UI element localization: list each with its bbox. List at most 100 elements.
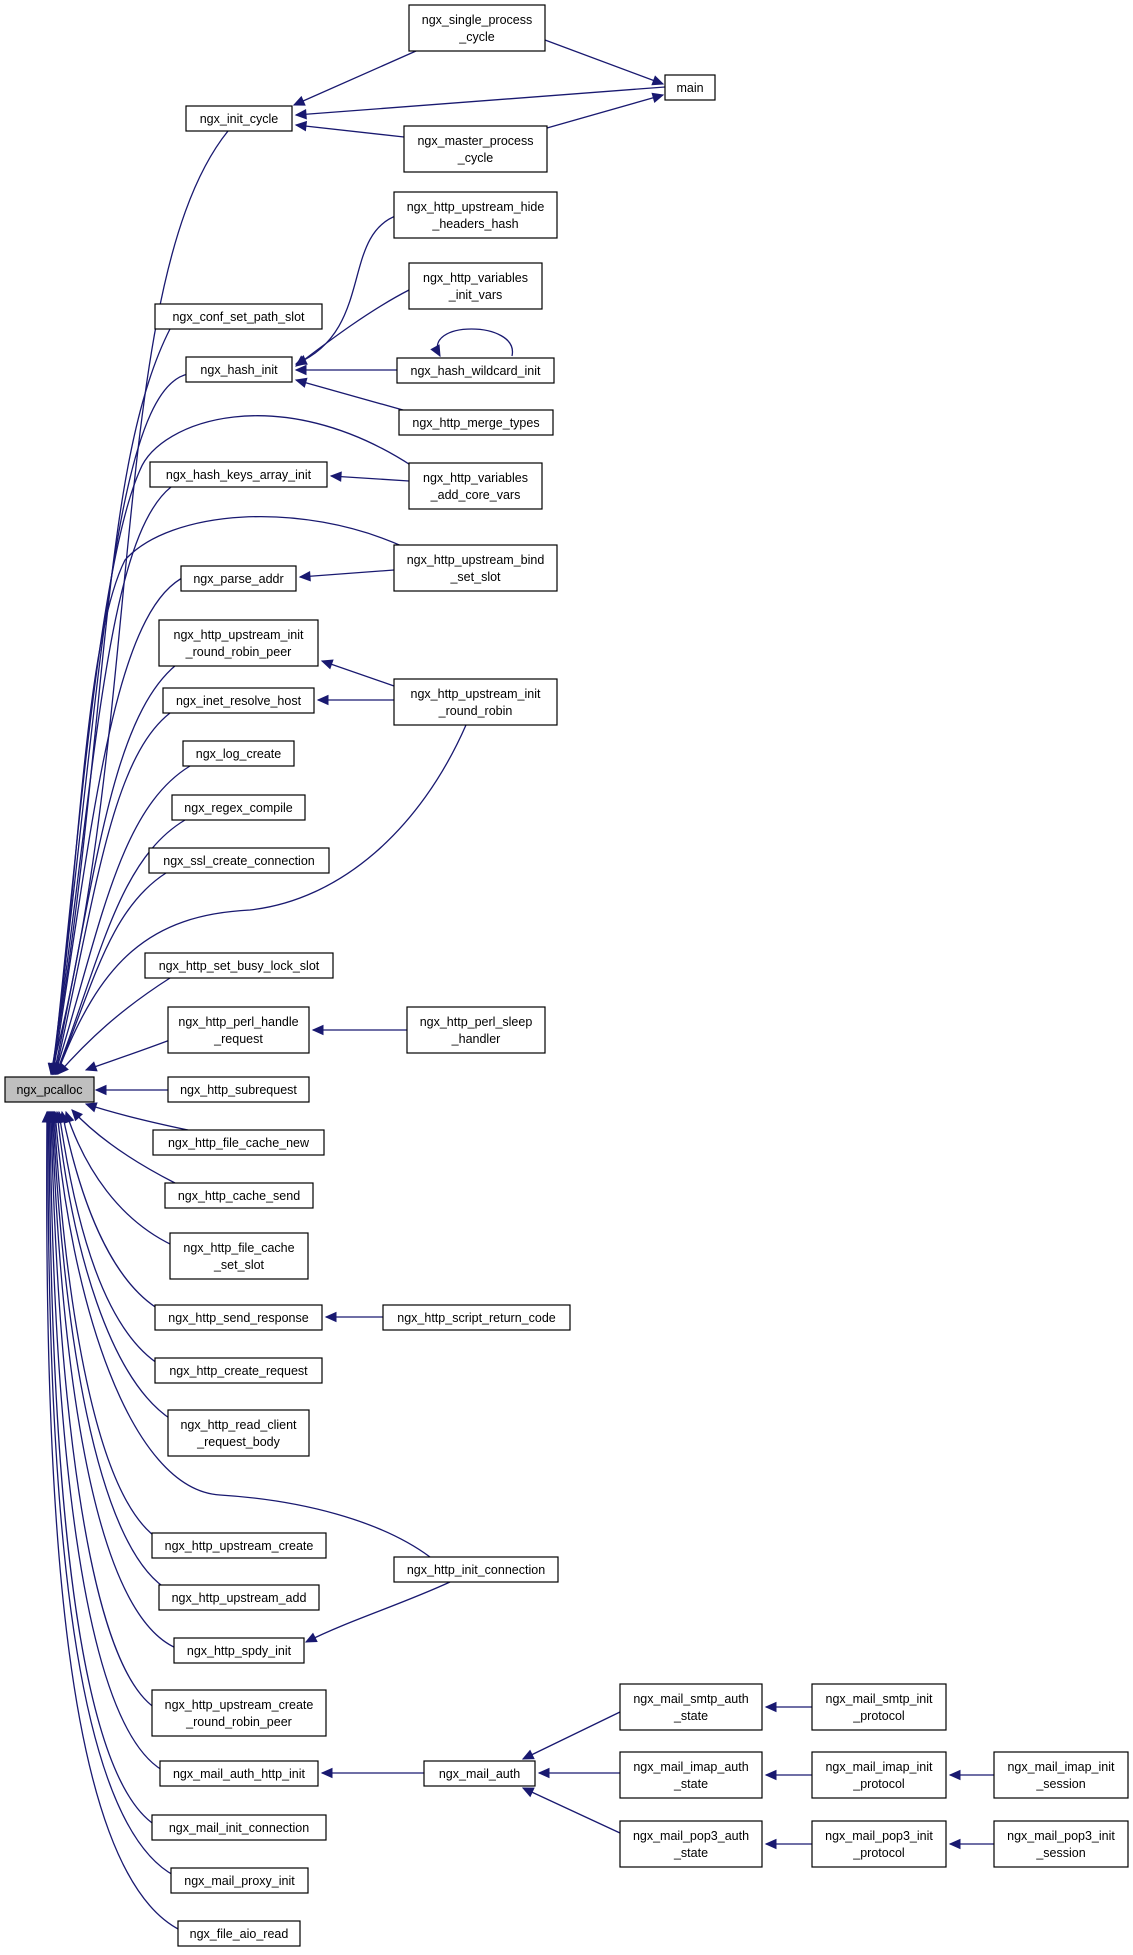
node-init-conn[interactable]: ngx_http_init_connection (393, 1556, 559, 1583)
node-send-resp[interactable]: ngx_http_send_response (154, 1304, 323, 1331)
node-pcalloc[interactable]: ngx_pcalloc (4, 1076, 95, 1103)
node-up-hide[interactable]: ngx_http_upstream_hide_headers_hash (393, 191, 558, 239)
node-regex[interactable]: ngx_regex_compile (171, 794, 306, 821)
node-perl-sleep[interactable]: ngx_http_perl_sleep _handler (406, 1006, 546, 1054)
node-label: ngx_mail_auth (439, 1767, 520, 1781)
edge-layer (41, 39, 994, 1931)
node-label: ngx_http_cache_send (178, 1189, 300, 1203)
node-label: _request (213, 1032, 263, 1046)
edge-cache_send-to-pcalloc-arrowhead (71, 1109, 83, 1122)
edge-aio_read-to-pcalloc (46, 1111, 181, 1931)
edge-keys_init-to-pcalloc (51, 486, 172, 1075)
node-up-bind[interactable]: ngx_http_upstream_bind_set_slot (393, 544, 558, 592)
node-label: ngx_http_variables (423, 271, 528, 285)
edge-up_rr-to-pcalloc (56, 724, 467, 1075)
node-conf-set-path[interactable]: ngx_conf_set_path_slot (154, 303, 323, 330)
edge-var_init-to-hash_init (295, 289, 410, 367)
node-label: _request_body (196, 1435, 280, 1449)
node-label: _round_robin (438, 704, 513, 718)
node-pop3-sess[interactable]: ngx_mail_pop3_init_session (993, 1820, 1129, 1868)
node-busy-lock[interactable]: ngx_http_set_busy_lock_slot (144, 952, 334, 979)
node-cache-send[interactable]: ngx_http_cache_send (164, 1182, 314, 1209)
node-single[interactable]: ngx_single_process_cycle (408, 4, 546, 52)
edge-init_conn-to-spdy_init-arrowhead (304, 1632, 318, 1643)
node-box (811, 1820, 947, 1868)
node-box (180, 565, 297, 592)
node-box (811, 1751, 947, 1799)
node-up-create-rr[interactable]: ngx_http_upstream_create_round_robin_pee… (151, 1689, 327, 1737)
node-box (177, 1920, 301, 1947)
node-var-init[interactable]: ngx_http_variables _init_vars (408, 262, 543, 310)
node-label: ngx_http_perl_handle (178, 1015, 298, 1029)
node-label: ngx_mail_init_connection (169, 1821, 309, 1835)
node-ssl-conn[interactable]: ngx_ssl_create_connection (148, 847, 330, 874)
node-read-body[interactable]: ngx_http_read_client_request_body (167, 1409, 310, 1457)
edge-master-to-init_cycle-arrowhead (294, 120, 308, 132)
node-smtp-state[interactable]: ngx_mail_smtp_auth_state (619, 1683, 763, 1731)
edge-pop3_state-to-mail_auth (522, 1787, 621, 1834)
node-pop3-state[interactable]: ngx_mail_pop3_auth_state (619, 1820, 763, 1868)
node-imap-state[interactable]: ngx_mail_imap_auth_state (619, 1751, 763, 1799)
node-label: ngx_http_upstream_bind (407, 553, 545, 567)
edge-perl_handle-to-pcalloc (85, 1039, 171, 1071)
node-master[interactable]: ngx_master_process_cycle (403, 125, 548, 173)
node-label: ngx_mail_imap_init (825, 1760, 933, 1774)
node-up-rr[interactable]: ngx_http_upstream_init_round_robin (393, 678, 558, 726)
node-box (164, 1182, 314, 1209)
node-rr-peer[interactable]: ngx_http_upstream_init_round_robin_peer (158, 619, 319, 667)
node-merge-types[interactable]: ngx_http_merge_types (398, 409, 554, 436)
node-up-add[interactable]: ngx_http_upstream_add (158, 1584, 320, 1611)
node-box (185, 105, 293, 132)
node-smtp-proto[interactable]: ngx_mail_smtp_init_protocol (811, 1683, 947, 1731)
node-parse-addr[interactable]: ngx_parse_addr (180, 565, 297, 592)
node-label: ngx_inet_resolve_host (176, 694, 302, 708)
edge-perl_sleep-to-perl_handle-arrowhead (311, 1024, 324, 1036)
edge-parse_addr-to-pcalloc (52, 575, 187, 1075)
edge-log_create-to-pcalloc (54, 765, 191, 1075)
node-mail-init-conn[interactable]: ngx_mail_init_connection (151, 1814, 327, 1841)
node-keys-init[interactable]: ngx_hash_keys_array_init (149, 461, 328, 488)
node-label: ngx_init_cycle (200, 112, 279, 126)
node-imap-proto[interactable]: ngx_mail_imap_init_protocol (811, 1751, 947, 1799)
node-up-create[interactable]: ngx_http_upstream_create (151, 1532, 327, 1559)
node-perl-handle[interactable]: ngx_http_perl_handle _request (167, 1006, 310, 1054)
node-label: ngx_pcalloc (16, 1083, 82, 1097)
node-aio-read[interactable]: ngx_file_aio_read (177, 1920, 301, 1947)
node-var-core[interactable]: ngx_http_variables_add_core_vars (408, 462, 543, 510)
node-label: ngx_http_set_busy_lock_slot (159, 959, 320, 973)
node-label: _handler (451, 1032, 501, 1046)
node-script-ret[interactable]: ngx_http_script_return_code (382, 1304, 571, 1331)
edge-wildcard-to-wildcard (436, 328, 513, 357)
node-label: _init_vars (448, 288, 503, 302)
node-label: ngx_mail_pop3_init (1007, 1829, 1115, 1843)
node-spdy-init[interactable]: ngx_http_spdy_init (173, 1637, 305, 1664)
node-log-create[interactable]: ngx_log_create (182, 740, 295, 767)
node-box (173, 1637, 305, 1664)
node-fc-new[interactable]: ngx_http_file_cache_new (152, 1129, 325, 1156)
edge-smtp_proto-to-smtp_state-arrowhead (764, 1701, 777, 1713)
node-pop3-proto[interactable]: ngx_mail_pop3_init_protocol (811, 1820, 947, 1868)
edge-init_cycle-to-pcalloc (50, 130, 229, 1075)
node-imap-sess[interactable]: ngx_mail_imap_init_session (993, 1751, 1129, 1799)
node-box (664, 74, 716, 101)
node-label: ngx_mail_smtp_init (826, 1692, 934, 1706)
node-label: ngx_mail_imap_init (1007, 1760, 1115, 1774)
node-mail-auth[interactable]: ngx_mail_auth (423, 1760, 536, 1787)
node-main[interactable]: main (664, 74, 716, 101)
node-box (152, 1129, 325, 1156)
node-mail-auth-http[interactable]: ngx_mail_auth_http_init (159, 1760, 319, 1787)
node-mail-proxy[interactable]: ngx_mail_proxy_init (170, 1867, 309, 1894)
node-create-req[interactable]: ngx_http_create_request (154, 1357, 323, 1384)
node-init-cycle[interactable]: ngx_init_cycle (185, 105, 293, 132)
node-hash-init[interactable]: ngx_hash_init (185, 356, 293, 383)
node-fc-set[interactable]: ngx_http_file_cache_set_slot (169, 1232, 309, 1280)
edge-aio_read-to-pcalloc-arrowhead (41, 1110, 53, 1123)
node-resolve-host[interactable]: ngx_inet_resolve_host (162, 687, 315, 714)
node-label: ngx_http_variables (423, 471, 528, 485)
node-wildcard[interactable]: ngx_hash_wildcard_init (396, 357, 555, 384)
node-subrequest[interactable]: ngx_http_subrequest (167, 1076, 310, 1103)
edge-mail_init_conn-to-pcalloc (48, 1111, 156, 1826)
node-label: _round_robin_peer (185, 645, 292, 659)
node-box (993, 1820, 1129, 1868)
node-label: ngx_http_perl_sleep (420, 1015, 533, 1029)
